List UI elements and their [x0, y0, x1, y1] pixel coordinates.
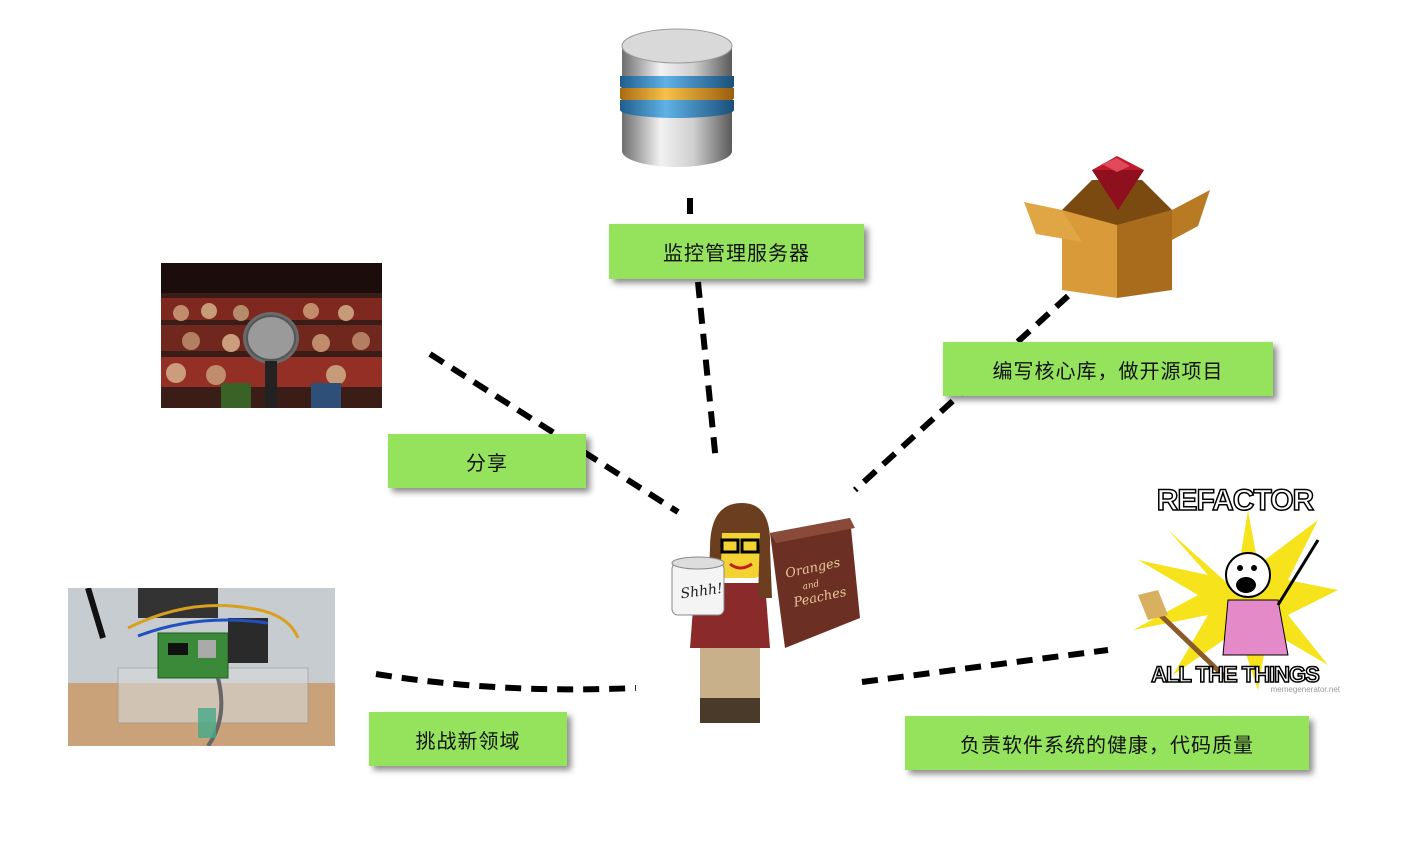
- ruby-box-icon: [1022, 150, 1212, 298]
- server-label: 监控管理服务器: [609, 224, 864, 279]
- meme-top-text: REFACTOR: [1156, 483, 1315, 518]
- mug-text: Shhh!: [680, 581, 724, 603]
- microphone-audience-image: [161, 263, 382, 408]
- share-label: 分享: [388, 434, 586, 488]
- lego-figure-image: Shhh! Oranges and Peaches: [660, 488, 865, 728]
- refactor-label: 负责软件系统的健康，代码质量: [905, 716, 1309, 770]
- refactor-meme-image: REFACTOR ALL THE THINGS memegenerator.ne…: [1128, 480, 1342, 694]
- database-icon: [612, 26, 742, 176]
- connector-refactor: [861, 647, 1109, 685]
- book-text-2: and: [802, 579, 821, 592]
- connector-server: [695, 281, 719, 463]
- circuit-board-image: [68, 588, 335, 746]
- connector-share: [428, 351, 680, 515]
- connector-challenge: [375, 671, 637, 693]
- meme-bottom-text: ALL THE THINGS: [1150, 661, 1320, 688]
- challenge-label: 挑战新领域: [369, 712, 567, 766]
- library-label: 编写核心库，做开源项目: [943, 342, 1273, 396]
- meme-credit-text: memegenerator.net: [1270, 685, 1340, 694]
